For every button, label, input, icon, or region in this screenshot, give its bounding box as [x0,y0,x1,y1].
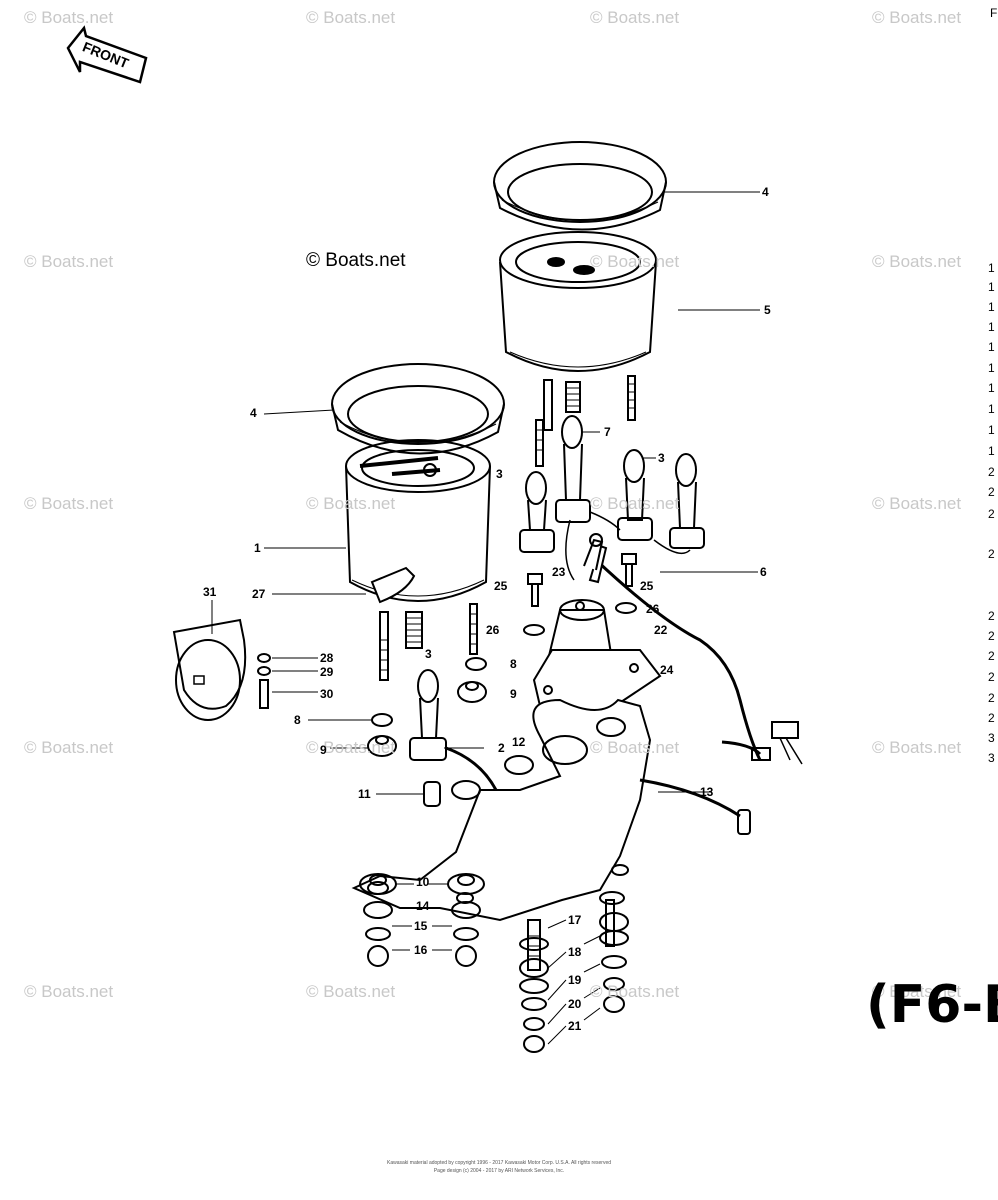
edge-index: 2 [988,465,995,479]
edge-index: 2 [988,670,995,684]
callout-3[interactable]: 3 [496,467,503,481]
callout-15[interactable]: 15 [414,919,428,933]
callout-9[interactable]: 9 [320,743,327,757]
callout-13[interactable]: 13 [700,785,714,799]
lower-hardware-right [519,891,629,1053]
callout-26[interactable]: 26 [486,623,500,637]
leader-lines [211,191,760,1045]
copyright-label: © Boats.net [306,250,406,271]
small-washers [257,653,271,709]
upper-meter [499,231,657,467]
edge-index: 3 [988,751,995,765]
hardware-bolts [523,553,637,636]
edge-index: 2 [988,711,995,725]
callout-12[interactable]: 12 [512,735,526,749]
callout-11[interactable]: 11 [358,787,371,801]
watermark: © Boats.net [306,8,396,27]
watermark: © Boats.net [872,738,962,757]
edge-index: 2 [988,649,995,663]
watermark: © Boats.net [24,738,114,757]
wire-connectors [639,721,803,835]
callout-4[interactable]: 4 [250,406,257,420]
watermark: © Boats.net [590,738,680,757]
edge-index: 1 [988,340,995,354]
callout-14[interactable]: 14 [416,899,430,913]
callout-27[interactable]: 27 [252,587,266,601]
callout-9[interactable]: 9 [510,687,517,701]
callout-25[interactable]: 25 [494,579,508,593]
callout-19[interactable]: 19 [568,973,582,987]
edge-index: 2 [988,691,995,705]
callout-10[interactable]: 10 [416,875,430,889]
watermark: © Boats.net [872,982,962,1001]
left-bracket [172,618,247,721]
callout-6[interactable]: 6 [760,565,767,579]
edge-index: 1 [988,361,995,375]
callout-8[interactable]: 8 [294,713,301,727]
callout-24[interactable]: 24 [660,663,674,677]
callout-26[interactable]: 26 [646,602,660,616]
front-arrow-icon: FRONT [66,25,148,84]
ignition-switch [532,533,662,718]
watermark: © Boats.net [306,738,396,757]
watermark: © Boats.net [872,8,962,27]
diagram-code: (F6-B [866,975,998,1035]
callout-3[interactable]: 3 [425,647,432,661]
callout-28[interactable]: 28 [320,651,334,665]
callout-17[interactable]: 17 [568,913,582,927]
callout-8[interactable]: 8 [510,657,517,671]
callout-31[interactable]: 31 [203,585,217,599]
callout-7[interactable]: 7 [604,425,611,439]
watermark: © Boats.net [24,8,114,27]
edge-index: 3 [988,731,995,745]
watermark: © Boats.net [306,982,396,1001]
callout-1[interactable]: 1 [254,541,261,555]
callout-25[interactable]: 25 [640,579,654,593]
watermark: © Boats.net [590,252,680,271]
footer-design: Page design (c) 2004 - 2017 by ARI Netwo… [433,1168,565,1174]
edge-index: 2 [988,485,995,499]
watermark: © Boats.net [872,252,962,271]
edge-index: 1 [988,280,995,294]
watermark: © Boats.net [24,252,114,271]
callout-23[interactable]: 23 [552,565,566,579]
edge-index: 1 [988,300,995,314]
callout-3[interactable]: 3 [658,451,665,465]
upper-meter-bezel [493,141,667,231]
callout-16[interactable]: 16 [414,943,428,957]
callout-21[interactable]: 21 [568,1019,582,1033]
watermark: © Boats.net [590,8,680,27]
edge-index: 1 [988,381,995,395]
callout-18[interactable]: 18 [568,945,582,959]
lower-meter-bezel [331,363,505,455]
callout-30[interactable]: 30 [320,687,334,701]
edge-index: 1 [988,261,995,275]
watermark: © Boats.net [24,982,114,1001]
main-bracket [351,698,652,971]
grommets [367,657,487,757]
callout-20[interactable]: 20 [568,997,582,1011]
lower-meter [345,439,491,681]
callout-22[interactable]: 22 [654,623,668,637]
edge-index: 2 [988,507,995,521]
watermark: © Boats.net [872,494,962,513]
edge-index: 1 [988,444,995,458]
watermark: © Boats.net [590,494,680,513]
watermark: © Boats.net [24,494,114,513]
footer-copyright: Kawasaki material adopted by copyright 1… [387,1160,611,1166]
edge-index: 1 [988,402,995,416]
callout-5[interactable]: 5 [764,303,771,317]
edge-index: 2 [988,609,995,623]
watermark: © Boats.net [590,982,680,1001]
edge-index: 1 [988,423,995,437]
top-right-mark: F [990,6,998,20]
edge-index: 2 [988,629,995,643]
edge-index: 1 [988,320,995,334]
watermark: © Boats.net [306,494,396,513]
callout-4[interactable]: 4 [762,185,769,199]
callout-29[interactable]: 29 [320,665,334,679]
edge-index: 2 [988,547,995,561]
callout-2[interactable]: 2 [498,741,505,755]
